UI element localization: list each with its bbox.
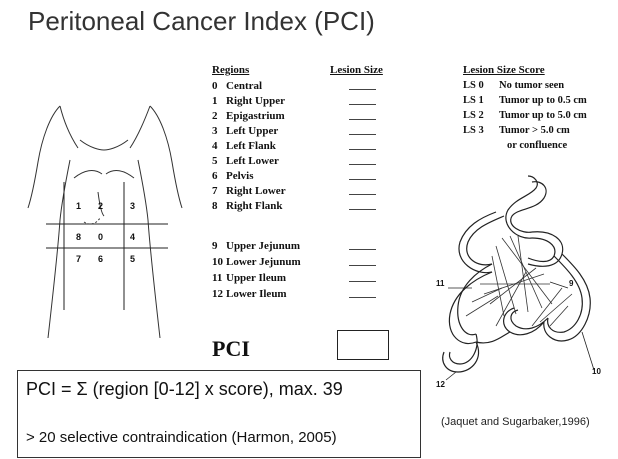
region-name: Lower Jejunum [226,256,301,268]
lesion-size-blank [349,281,376,282]
region-name: Left Lower [226,155,279,167]
region-name: Upper Ileum [226,272,286,284]
lesion-score-desc: Tumor up to 0.5 cm [499,95,587,106]
region-name: Right Lower [226,185,286,197]
pci-total-label: PCI [212,336,250,362]
region-row: 1 Right Upper [212,95,402,110]
region-number: 11 [212,272,222,284]
region-row: 0 Central [212,80,402,95]
region-name: Right Flank [226,200,283,212]
lesion-score-code: LS 2 [463,110,484,121]
grid-label-1: 1 [76,201,81,211]
grid-label-8: 8 [76,232,81,242]
region-name: Right Upper [226,95,285,107]
lesion-score-code: LS 0 [463,80,484,91]
lesion-size-blank [349,179,376,180]
grid-label-3: 3 [130,201,135,211]
grid-label-4: 4 [130,232,135,242]
region-number: 3 [212,125,218,137]
region-row: 11 Upper Ileum [212,272,402,287]
region-name: Left Upper [226,125,278,137]
lesion-score-code: LS 1 [463,95,484,106]
region-row: 5 Left Lower [212,155,402,170]
grid-label-2: 2 [98,201,103,211]
citation: (Jaquet and Sugarbaker,1996) [441,416,590,428]
lesion-size-blank [349,119,376,120]
region-number: 12 [212,288,223,300]
region-number: 0 [212,80,218,92]
region-number: 5 [212,155,218,167]
region-row: 9 Upper Jejunum [212,240,402,255]
region-name: Pelvis [226,170,254,182]
lesion-score-header: Lesion Size Score [463,64,545,76]
grid-label-0: 0 [98,232,103,242]
lesion-score-desc: or confluence [507,140,567,151]
grid-label-7: 7 [76,254,81,264]
intestine-label-9: 9 [569,279,574,288]
grid-label-5: 5 [130,254,135,264]
region-number: 2 [212,110,218,122]
lesion-size-header: Lesion Size [330,64,383,76]
intestine-label-12: 12 [436,380,445,389]
pci-total-box [337,330,389,360]
formula-box: PCI = Σ (region [0-12] x score), max. 39… [17,370,421,458]
regions-header: Regions [212,64,249,76]
region-name: Lower Ileum [226,288,287,300]
lesion-size-blank [349,89,376,90]
intestine-label-11: 11 [436,279,445,288]
contraindication-note: > 20 selective contraindication (Harmon,… [26,429,337,446]
intestine-label-10: 10 [592,367,601,376]
region-number: 10 [212,256,223,268]
lesion-score-desc: Tumor > 5.0 cm [499,125,570,136]
region-name: Epigastrium [226,110,285,122]
region-row: 8 Right Flank [212,200,402,215]
small-intestine-diagram: 9 11 10 12 [432,176,612,396]
abdomen-regions-diagram: 1 2 3 8 0 4 7 6 5 [20,100,190,350]
lesion-size-blank [349,249,376,250]
lesion-size-blank [349,104,376,105]
lesion-score-desc: Tumor up to 5.0 cm [499,110,587,121]
pci-formula: PCI = Σ (region [0-12] x score), max. 39 [26,379,343,400]
lesion-size-blank [349,209,376,210]
region-name: Central [226,80,262,92]
region-number: 8 [212,200,218,212]
lesion-size-blank [349,297,376,298]
region-row: 4 Left Flank [212,140,402,155]
region-number: 7 [212,185,218,197]
lesion-score-code: LS 3 [463,125,484,136]
region-number: 6 [212,170,218,182]
region-number: 4 [212,140,218,152]
region-number: 9 [212,240,218,252]
lesion-size-blank [349,134,376,135]
region-name: Upper Jejunum [226,240,300,252]
grid-label-6: 6 [98,254,103,264]
lesion-size-blank [349,164,376,165]
region-row: 3 Left Upper [212,125,402,140]
lesion-size-blank [349,194,376,195]
region-name: Left Flank [226,140,276,152]
lesion-size-blank [349,265,376,266]
region-row: 2 Epigastrium [212,110,402,125]
lesion-size-blank [349,149,376,150]
region-row: 6 Pelvis [212,170,402,185]
torso-outline [28,106,182,338]
lesion-score-desc: No tumor seen [499,80,564,91]
slide-title: Peritoneal Cancer Index (PCI) [28,6,375,37]
region-row: 7 Right Lower [212,185,402,200]
region-number: 1 [212,95,218,107]
